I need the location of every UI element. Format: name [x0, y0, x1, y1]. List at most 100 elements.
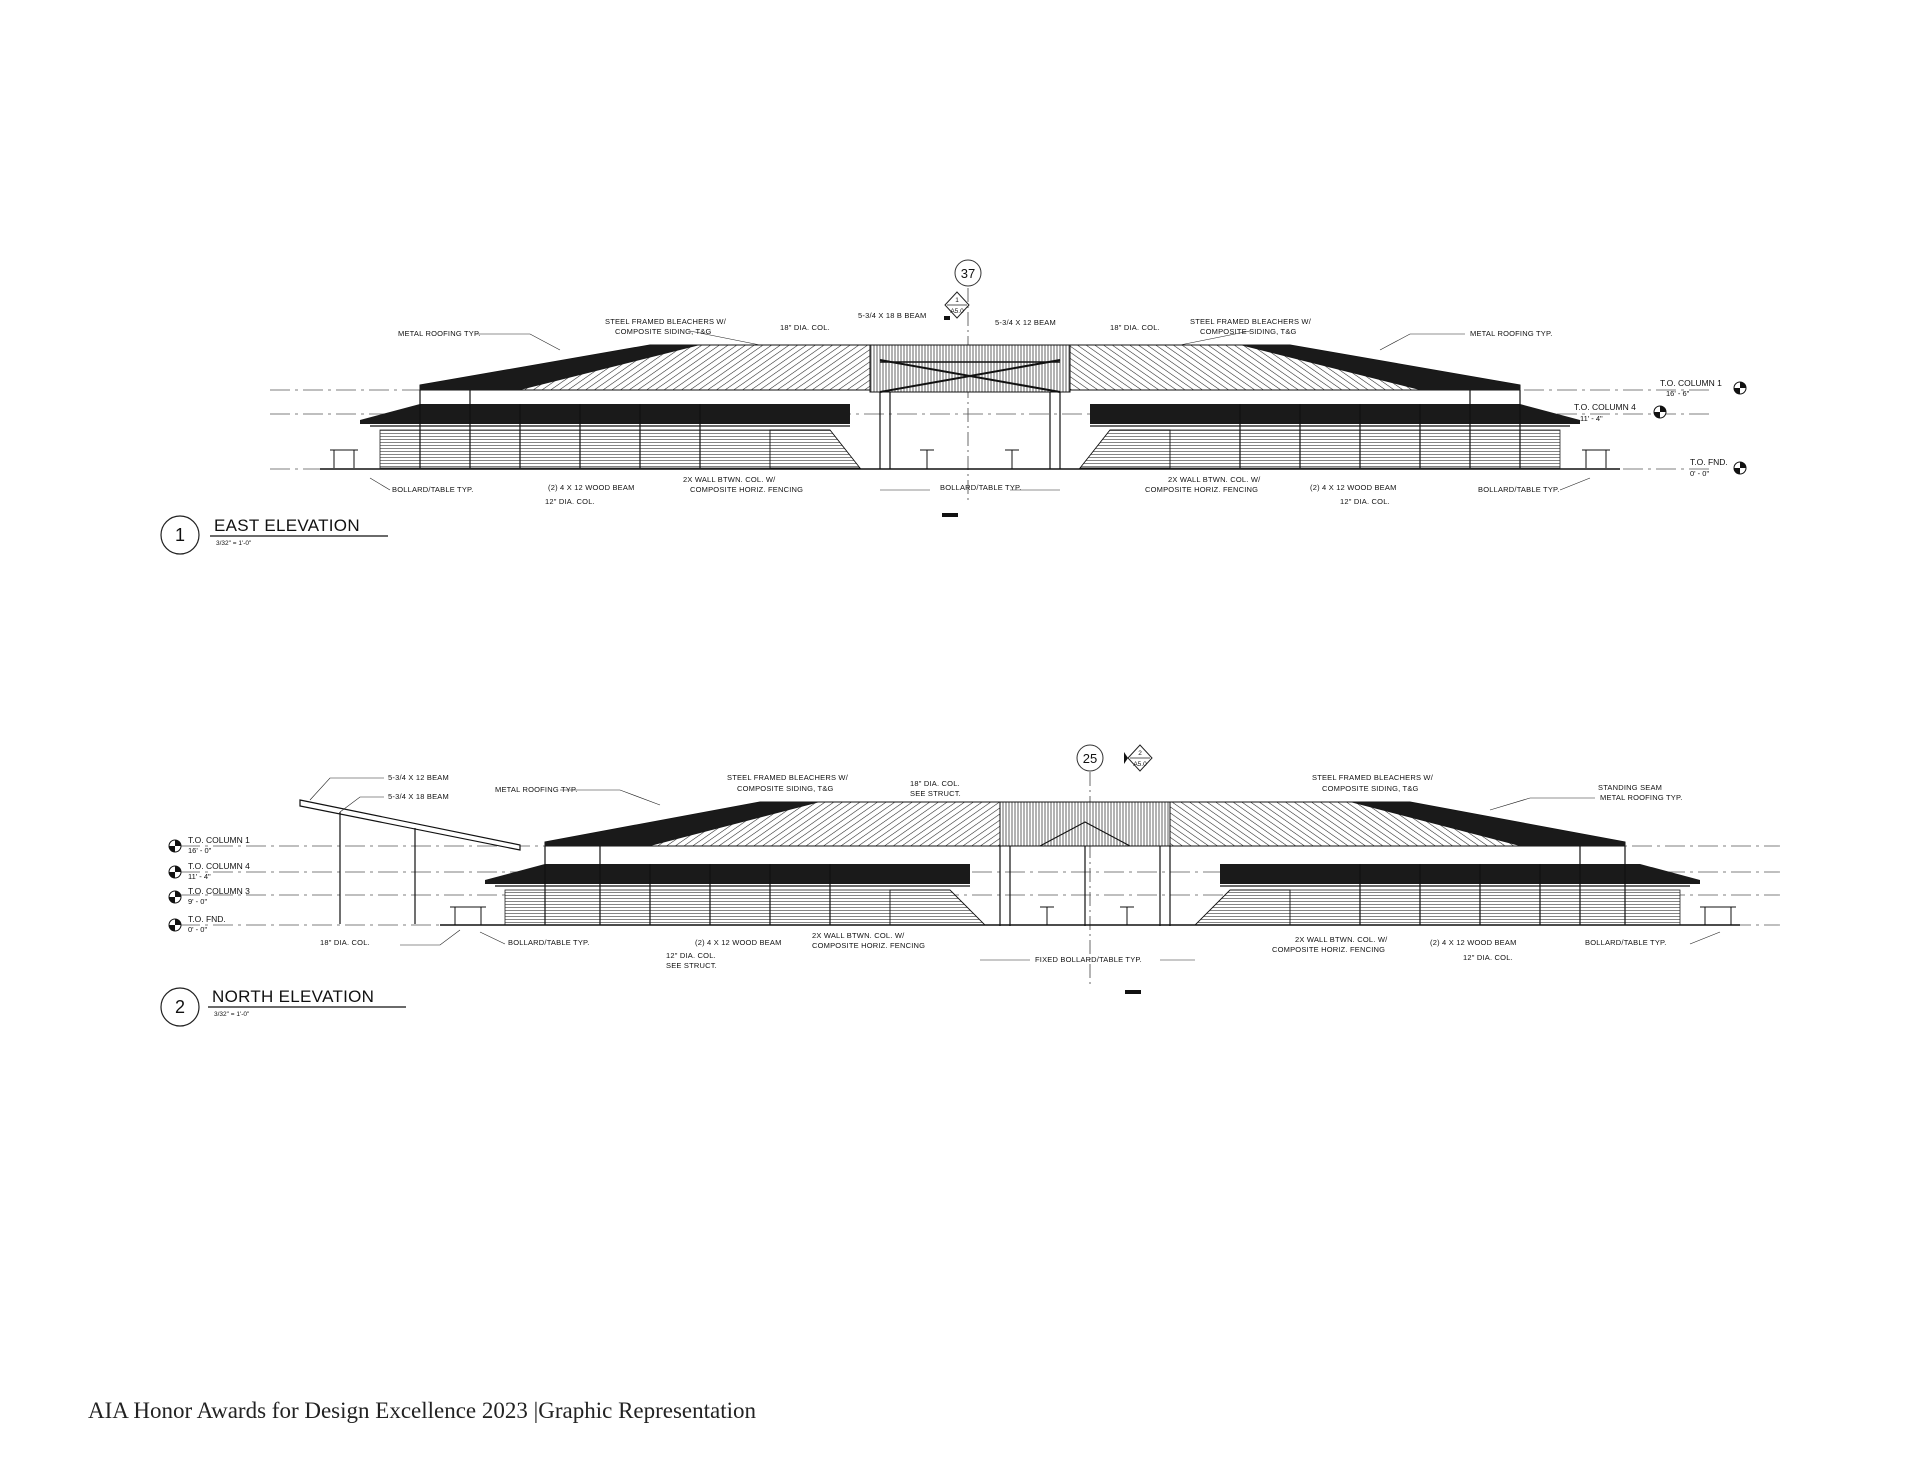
svg-text:18" DIA. COL.: 18" DIA. COL.	[780, 323, 830, 332]
svg-text:12" DIA. COL.: 12" DIA. COL.	[1463, 953, 1513, 962]
svg-text:12" DIA. COL.: 12" DIA. COL.	[545, 497, 595, 506]
svg-text:3/32" = 1'-0": 3/32" = 1'-0"	[214, 1011, 250, 1018]
svg-text:STANDING SEAM: STANDING SEAM	[1598, 783, 1662, 792]
grid-bubble	[954, 259, 982, 287]
svg-text:1: 1	[175, 525, 185, 545]
lower-roof-right	[1220, 864, 1700, 884]
svg-text:0' - 0": 0' - 0"	[188, 925, 207, 934]
lower-roof-left	[360, 404, 850, 424]
svg-text:T.O. FND.: T.O. FND.	[1690, 457, 1728, 467]
svg-text:5-3/4 X 18 B BEAM: 5-3/4 X 18 B BEAM	[858, 311, 926, 320]
bleacher-right	[1079, 429, 1171, 469]
roof-center	[999, 801, 1171, 847]
fencing-left	[379, 429, 821, 469]
svg-text:(2) 4 X 12 WOOD BEAM: (2) 4 X 12 WOOD BEAM	[1310, 483, 1397, 492]
north-elevation: 25 2 A5.0	[160, 744, 1780, 1027]
east-notes-top: METAL ROOFING TYP. STEEL FRAMED BLEACHER…	[398, 311, 1553, 338]
svg-text:METAL ROOFING TYP.: METAL ROOFING TYP.	[398, 329, 481, 338]
section-tag: 2 A5.0	[1124, 744, 1153, 772]
view-title: EAST ELEVATION	[214, 516, 360, 535]
svg-text:T.O. COLUMN 1: T.O. COLUMN 1	[188, 835, 250, 845]
svg-text:16' - 6": 16' - 6"	[1666, 389, 1690, 398]
svg-text:1: 1	[955, 297, 959, 304]
svg-text:SEE STRUCT.: SEE STRUCT.	[910, 789, 961, 798]
svg-text:(2) 4 X 12 WOOD BEAM: (2) 4 X 12 WOOD BEAM	[548, 483, 635, 492]
svg-text:A5.0: A5.0	[1133, 761, 1147, 768]
east-notes-bottom: BOLLARD/TABLE TYP. (2) 4 X 12 WOOD BEAM …	[392, 475, 1560, 506]
lower-roof-right	[1090, 404, 1580, 424]
north-notes-bottom: 18" DIA. COL. BOLLARD/TABLE TYP. 12" DIA…	[320, 931, 1667, 970]
svg-text:(2) 4 X 12 WOOD BEAM: (2) 4 X 12 WOOD BEAM	[695, 938, 782, 947]
east-level-tags: T.O. COLUMN 1 16' - 6" T.O. COLUMN 4 11'…	[1574, 378, 1747, 478]
upper-roof-left-dark	[545, 802, 820, 846]
north-title-block: 2 NORTH ELEVATION 3/32" = 1'-0"	[160, 987, 406, 1027]
svg-text:5-3/4 X 12 BEAM: 5-3/4 X 12 BEAM	[388, 773, 449, 782]
svg-text:BOLLARD/TABLE TYP.: BOLLARD/TABLE TYP.	[1478, 485, 1560, 494]
svg-text:2X WALL BTWN. COL. W/: 2X WALL BTWN. COL. W/	[683, 475, 776, 484]
svg-text:T.O. COLUMN 4: T.O. COLUMN 4	[1574, 402, 1636, 412]
svg-text:2X WALL BTWN. COL. W/: 2X WALL BTWN. COL. W/	[1295, 935, 1388, 944]
svg-text:0' - 0": 0' - 0"	[1690, 469, 1709, 478]
svg-text:2: 2	[1138, 750, 1142, 757]
north-notes-top: 5-3/4 X 12 BEAM 5-3/4 X 18 BEAM METAL RO…	[388, 773, 1683, 802]
svg-text:16' - 0": 16' - 0"	[188, 846, 212, 855]
footer-caption: AIA Honor Awards for Design Excellence 2…	[88, 1398, 757, 1423]
svg-text:18" DIA. COL.: 18" DIA. COL.	[320, 938, 370, 947]
svg-text:12" DIA. COL.: 12" DIA. COL.	[666, 951, 716, 960]
fencing-right	[1119, 429, 1561, 469]
svg-text:11' - 4": 11' - 4"	[188, 872, 211, 881]
svg-text:T.O. FND.: T.O. FND.	[188, 914, 226, 924]
view-title: NORTH ELEVATION	[212, 987, 374, 1006]
svg-text:(2) 4 X 12 WOOD BEAM: (2) 4 X 12 WOOD BEAM	[1430, 938, 1517, 947]
svg-text:T.O. COLUMN 4: T.O. COLUMN 4	[188, 861, 250, 871]
svg-text:COMPOSITE HORIZ. FENCING: COMPOSITE HORIZ. FENCING	[1272, 945, 1385, 954]
svg-text:METAL ROOFING TYP.: METAL ROOFING TYP.	[495, 785, 578, 794]
upper-roof-right-dark	[1240, 345, 1520, 390]
svg-text:18" DIA. COL.: 18" DIA. COL.	[1110, 323, 1160, 332]
fencing-left	[504, 889, 936, 926]
svg-text:STEEL FRAMED BLEACHERS W/: STEEL FRAMED BLEACHERS W/	[605, 317, 727, 326]
upper-roof-left-dark	[420, 345, 700, 390]
side-canopy	[299, 799, 521, 924]
section-tag: 1 A5.0	[944, 291, 970, 320]
east-elevation: 37 1 A5.0	[160, 259, 1747, 555]
svg-text:12" DIA. COL.: 12" DIA. COL.	[1340, 497, 1390, 506]
grid-bubble	[1076, 744, 1104, 772]
svg-text:BOLLARD/TABLE TYP.: BOLLARD/TABLE TYP.	[940, 483, 1022, 492]
svg-text:2: 2	[175, 997, 185, 1017]
svg-text:COMPOSITE SIDING, T&G: COMPOSITE SIDING, T&G	[615, 327, 712, 336]
svg-text:BOLLARD/TABLE TYP.: BOLLARD/TABLE TYP.	[1585, 938, 1667, 947]
svg-text:COMPOSITE SIDING, T&G: COMPOSITE SIDING, T&G	[1322, 784, 1419, 793]
svg-text:A5.0: A5.0	[950, 308, 964, 315]
svg-text:COMPOSITE HORIZ. FENCING: COMPOSITE HORIZ. FENCING	[1145, 485, 1258, 494]
svg-text:9' - 0": 9' - 0"	[188, 897, 207, 906]
svg-text:METAL ROOFING TYP.: METAL ROOFING TYP.	[1470, 329, 1553, 338]
east-title-block: 1 EAST ELEVATION 3/32" = 1'-0"	[160, 515, 388, 555]
svg-text:2X WALL BTWN. COL. W/: 2X WALL BTWN. COL. W/	[1168, 475, 1261, 484]
svg-text:STEEL FRAMED BLEACHERS W/: STEEL FRAMED BLEACHERS W/	[1312, 773, 1434, 782]
grid-bubble-label: 37	[961, 266, 975, 281]
svg-text:FIXED BOLLARD/TABLE TYP.: FIXED BOLLARD/TABLE TYP.	[1035, 955, 1142, 964]
svg-text:T.O. COLUMN 3: T.O. COLUMN 3	[188, 886, 250, 896]
bleacher-left	[889, 889, 987, 926]
svg-text:BOLLARD/TABLE TYP.: BOLLARD/TABLE TYP.	[508, 938, 590, 947]
svg-text:COMPOSITE SIDING, T&G: COMPOSITE SIDING, T&G	[737, 784, 834, 793]
upper-roof-right-dark	[1350, 802, 1625, 846]
svg-text:T.O. COLUMN 1: T.O. COLUMN 1	[1660, 378, 1722, 388]
svg-text:METAL ROOFING TYP.: METAL ROOFING TYP.	[1600, 793, 1683, 802]
svg-text:SEE STRUCT.: SEE STRUCT.	[666, 961, 717, 970]
svg-text:STEEL FRAMED BLEACHERS W/: STEEL FRAMED BLEACHERS W/	[1190, 317, 1312, 326]
svg-text:18" DIA. COL.: 18" DIA. COL.	[910, 779, 960, 788]
north-level-tags: T.O. COLUMN 1 16' - 0" T.O. COLUMN 4 11'…	[168, 835, 250, 934]
lower-roof-left	[485, 864, 970, 884]
roof-center	[869, 344, 1071, 393]
svg-text:STEEL FRAMED BLEACHERS W/: STEEL FRAMED BLEACHERS W/	[727, 773, 849, 782]
svg-text:5-3/4 X 12 BEAM: 5-3/4 X 12 BEAM	[995, 318, 1056, 327]
svg-text:BOLLARD/TABLE TYP.: BOLLARD/TABLE TYP.	[392, 485, 474, 494]
svg-text:5-3/4 X 18 BEAM: 5-3/4 X 18 BEAM	[388, 792, 449, 801]
bleacher-left	[769, 429, 861, 469]
svg-text:COMPOSITE HORIZ. FENCING: COMPOSITE HORIZ. FENCING	[690, 485, 803, 494]
svg-text:25: 25	[1083, 751, 1097, 766]
svg-text:2X WALL BTWN. COL. W/: 2X WALL BTWN. COL. W/	[812, 931, 905, 940]
